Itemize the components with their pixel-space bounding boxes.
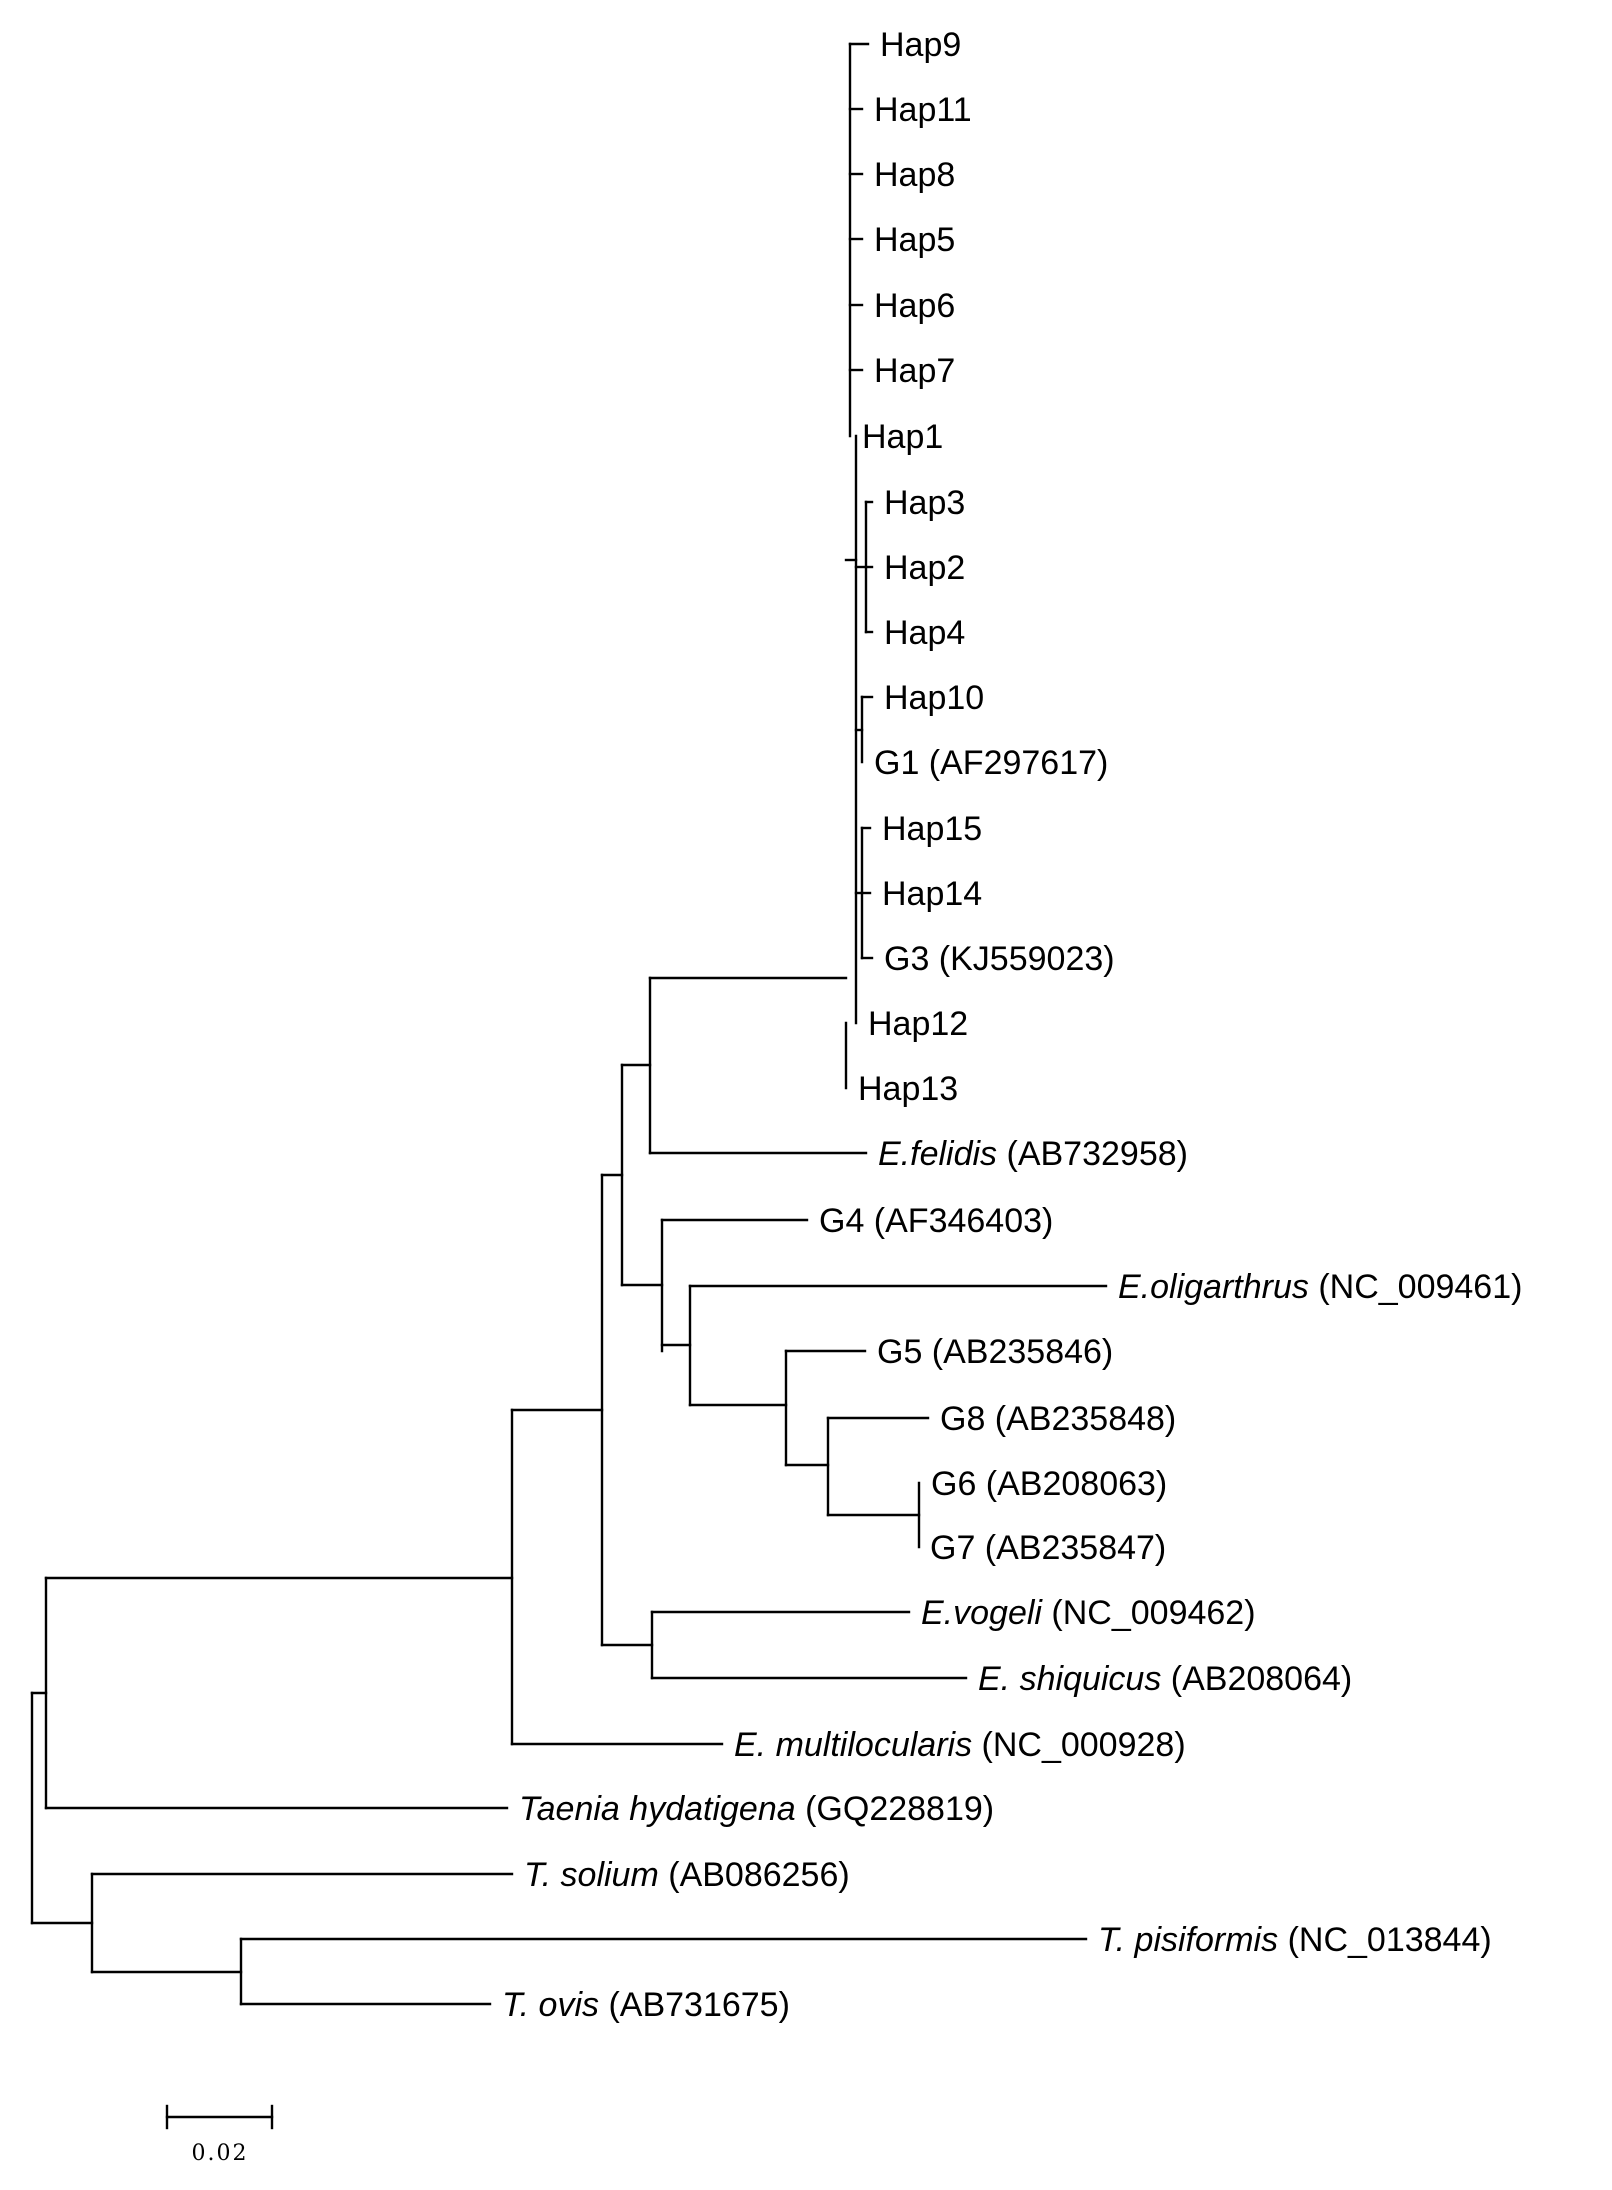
taxon-accession-hap10: Hap10 — [884, 679, 984, 717]
taxon-accession-hap8: Hap8 — [874, 156, 955, 194]
taxon-species-e-felidis: E.felidis — [878, 1135, 997, 1173]
taxon-accession-t-solium: (AB086256) — [659, 1856, 850, 1894]
taxon-accession-hap1: Hap1 — [862, 418, 943, 456]
taxon-accession-g5: G5 (AB235846) — [877, 1333, 1113, 1371]
taxon-accession-e-felidis: (AB732958) — [997, 1135, 1188, 1173]
scale-bar: 0.02 — [165, 2104, 274, 2166]
taxon-accession-e-oligarthrus: (NC_009461) — [1309, 1268, 1523, 1306]
taxon-label-hap13: Hap13 — [858, 1070, 958, 1108]
taxon-accession-hap7: Hap7 — [874, 352, 955, 390]
taxon-accession-hap4: Hap4 — [884, 614, 965, 652]
taxon-species-e-oligarthrus: E.oligarthrus — [1118, 1268, 1309, 1306]
taxon-label-e-oligarthrus: E.oligarthrus (NC_009461) — [1118, 1268, 1522, 1306]
tree-branches — [30, 42, 1108, 2006]
taxon-label-t-solium: T. solium (AB086256) — [524, 1856, 850, 1894]
tree-labels: Hap9Hap11Hap8Hap5Hap6Hap7Hap1Hap3Hap2Hap… — [502, 26, 1522, 2024]
taxon-label-hap6: Hap6 — [874, 287, 955, 325]
taxon-accession-hap6: Hap6 — [874, 287, 955, 325]
taxon-species-e-multilocularis: E. multilocularis — [734, 1726, 972, 1764]
taxon-label-hap2: Hap2 — [884, 549, 965, 587]
taxon-accession-hap3: Hap3 — [884, 484, 965, 522]
taxon-label-t-ovis: T. ovis (AB731675) — [502, 1986, 790, 2024]
taxon-species-t-solium: T. solium — [524, 1856, 659, 1894]
taxon-accession-hap12: Hap12 — [868, 1005, 968, 1043]
taxon-accession-hap14: Hap14 — [882, 875, 982, 913]
taxon-accession-hap2: Hap2 — [884, 549, 965, 587]
taxon-accession-e-vogeli: (NC_009462) — [1042, 1594, 1256, 1632]
taxon-label-hap10: Hap10 — [884, 679, 984, 717]
taxon-label-hap7: Hap7 — [874, 352, 955, 390]
taxon-label-t-pisiformis: T. pisiformis (NC_013844) — [1098, 1921, 1492, 1959]
taxon-label-hap9: Hap9 — [880, 26, 961, 64]
taxon-label-g7: G7 (AB235847) — [930, 1529, 1166, 1567]
taxon-label-hap8: Hap8 — [874, 156, 955, 194]
taxon-species-t-pisiformis: T. pisiformis — [1098, 1921, 1278, 1959]
taxon-accession-hap13: Hap13 — [858, 1070, 958, 1108]
taxon-species-taenia-hydatigena: Taenia hydatigena — [519, 1790, 796, 1828]
taxon-label-hap11: Hap11 — [874, 91, 972, 129]
taxon-label-e-multilocularis: E. multilocularis (NC_000928) — [734, 1726, 1186, 1764]
taxon-species-e-vogeli: E.vogeli — [921, 1594, 1043, 1632]
taxon-label-g6: G6 (AB208063) — [931, 1465, 1167, 1503]
taxon-label-taenia-hydatigena: Taenia hydatigena (GQ228819) — [519, 1790, 994, 1828]
taxon-accession-g1: G1 (AF297617) — [874, 744, 1108, 782]
taxon-label-hap14: Hap14 — [882, 875, 982, 913]
taxon-accession-e-shiquicus: (AB208064) — [1161, 1660, 1352, 1698]
taxon-label-e-vogeli: E.vogeli (NC_009462) — [921, 1594, 1256, 1632]
taxon-label-hap12: Hap12 — [868, 1005, 968, 1043]
taxon-species-e-shiquicus: E. shiquicus — [978, 1660, 1161, 1698]
taxon-accession-hap11: Hap11 — [874, 91, 972, 129]
taxon-label-hap15: Hap15 — [882, 810, 982, 848]
taxon-accession-t-ovis: (AB731675) — [599, 1986, 790, 2024]
scale-bar-label: 0.02 — [192, 2141, 249, 2166]
taxon-accession-g7: G7 (AB235847) — [930, 1529, 1166, 1567]
taxon-label-g1: G1 (AF297617) — [874, 744, 1108, 782]
taxon-label-g5: G5 (AB235846) — [877, 1333, 1113, 1371]
taxon-species-t-ovis: T. ovis — [502, 1986, 599, 2024]
taxon-accession-g4: G4 (AF346403) — [819, 1202, 1053, 1240]
taxon-accession-hap5: Hap5 — [874, 221, 955, 259]
taxon-label-e-felidis: E.felidis (AB732958) — [878, 1135, 1188, 1173]
taxon-label-hap5: Hap5 — [874, 221, 955, 259]
taxon-accession-g3: G3 (KJ559023) — [884, 940, 1115, 978]
taxon-label-g8: G8 (AB235848) — [940, 1400, 1176, 1438]
taxon-accession-hap9: Hap9 — [880, 26, 961, 64]
taxon-label-g4: G4 (AF346403) — [819, 1202, 1053, 1240]
taxon-label-hap1: Hap1 — [862, 418, 943, 456]
taxon-label-hap3: Hap3 — [884, 484, 965, 522]
taxon-label-e-shiquicus: E. shiquicus (AB208064) — [978, 1660, 1352, 1698]
taxon-label-hap4: Hap4 — [884, 614, 965, 652]
taxon-accession-e-multilocularis: (NC_000928) — [972, 1726, 1186, 1764]
taxon-accession-hap15: Hap15 — [882, 810, 982, 848]
taxon-label-g3: G3 (KJ559023) — [884, 940, 1115, 978]
taxon-accession-g8: G8 (AB235848) — [940, 1400, 1176, 1438]
taxon-accession-t-pisiformis: (NC_013844) — [1278, 1921, 1492, 1959]
taxon-accession-g6: G6 (AB208063) — [931, 1465, 1167, 1503]
taxon-accession-taenia-hydatigena: (GQ228819) — [796, 1790, 994, 1828]
